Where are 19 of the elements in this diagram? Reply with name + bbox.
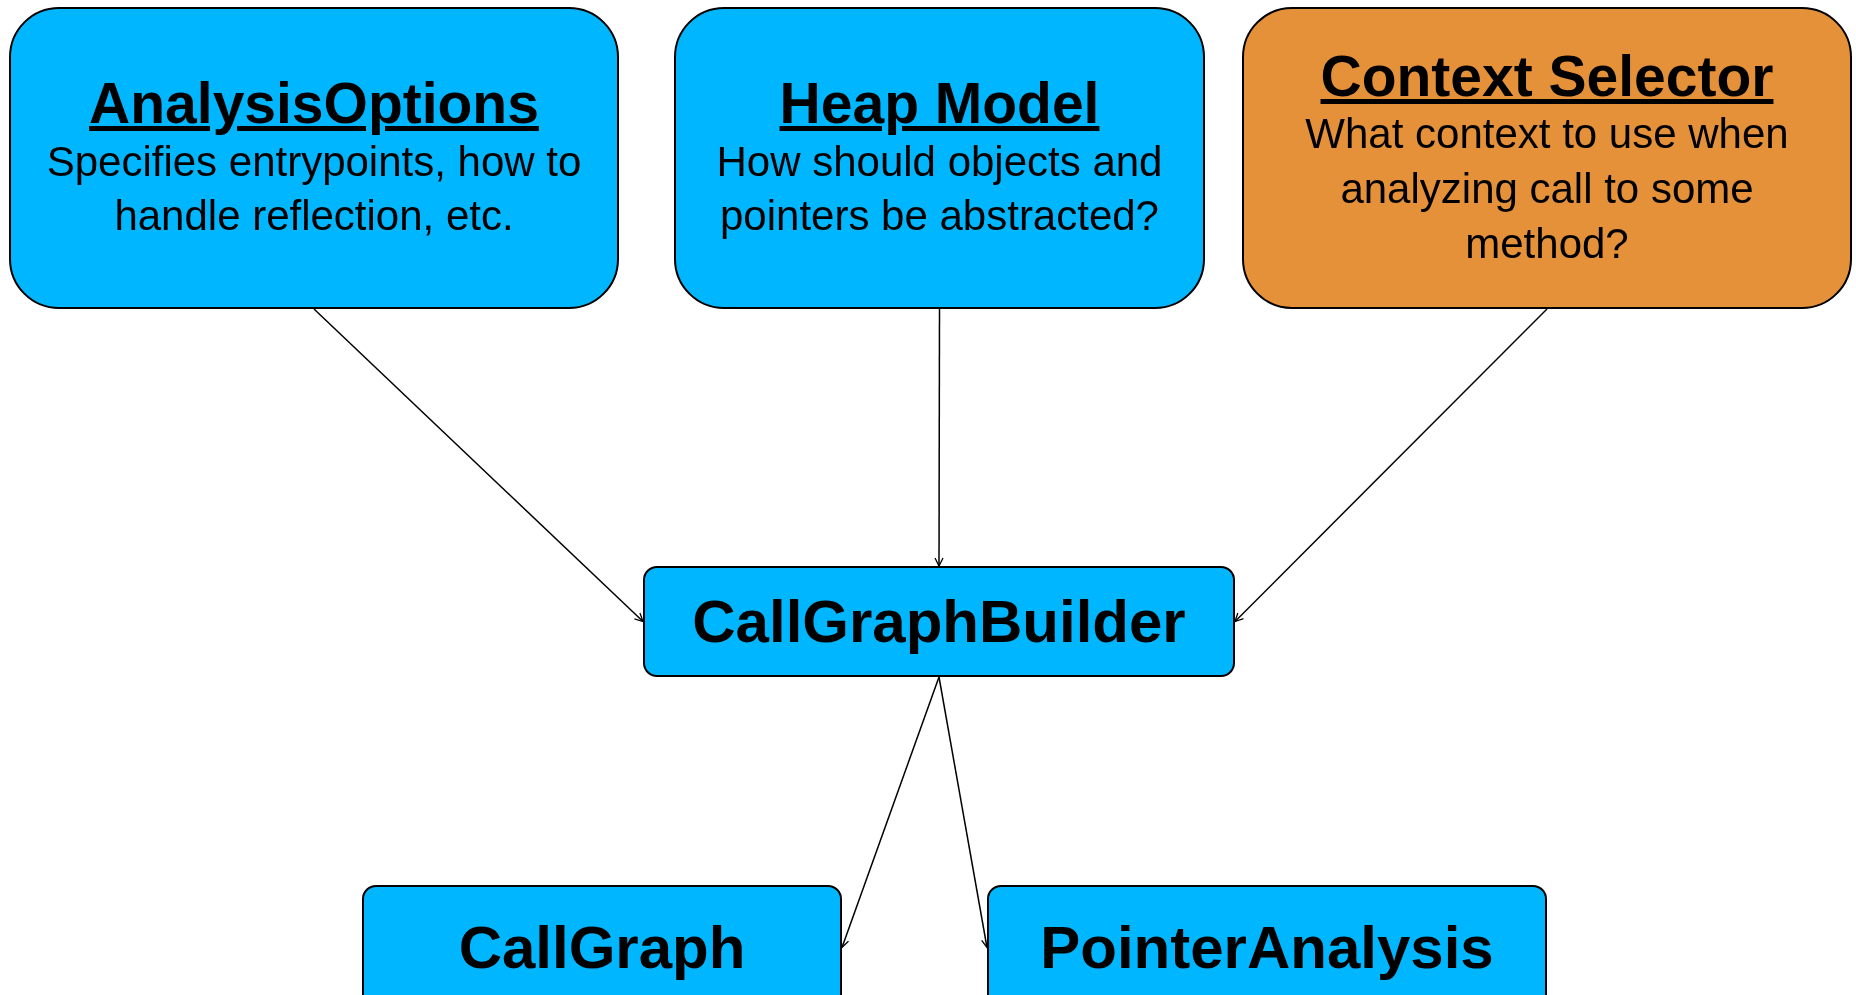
arrow — [1234, 308, 1548, 623]
arrow — [934, 308, 944, 567]
box-title: CallGraph — [458, 914, 746, 981]
box-description: What context to use when analyzing call to some method? — [1304, 109, 1790, 269]
selector-box — [1242, 7, 1852, 309]
box-title: CallGraphBuilder — [692, 588, 1186, 655]
box-title: Context Selector — [1320, 44, 1774, 108]
builder-box — [643, 566, 1235, 677]
arrow — [313, 308, 644, 623]
box-title: AnalysisOptions — [89, 72, 539, 135]
box-title: Heap Model — [779, 72, 1100, 135]
box-description: Specifies entrypoints, how to handle reflection, etc. — [45, 136, 583, 242]
output-box — [362, 885, 842, 995]
output-box — [987, 885, 1547, 995]
box-title: PointerAnalysis — [1040, 914, 1494, 981]
box-description: How should objects and pointers be abstracted? — [715, 136, 1164, 242]
arrow — [840, 676, 940, 949]
options-box — [9, 7, 619, 309]
model-box — [674, 7, 1205, 309]
